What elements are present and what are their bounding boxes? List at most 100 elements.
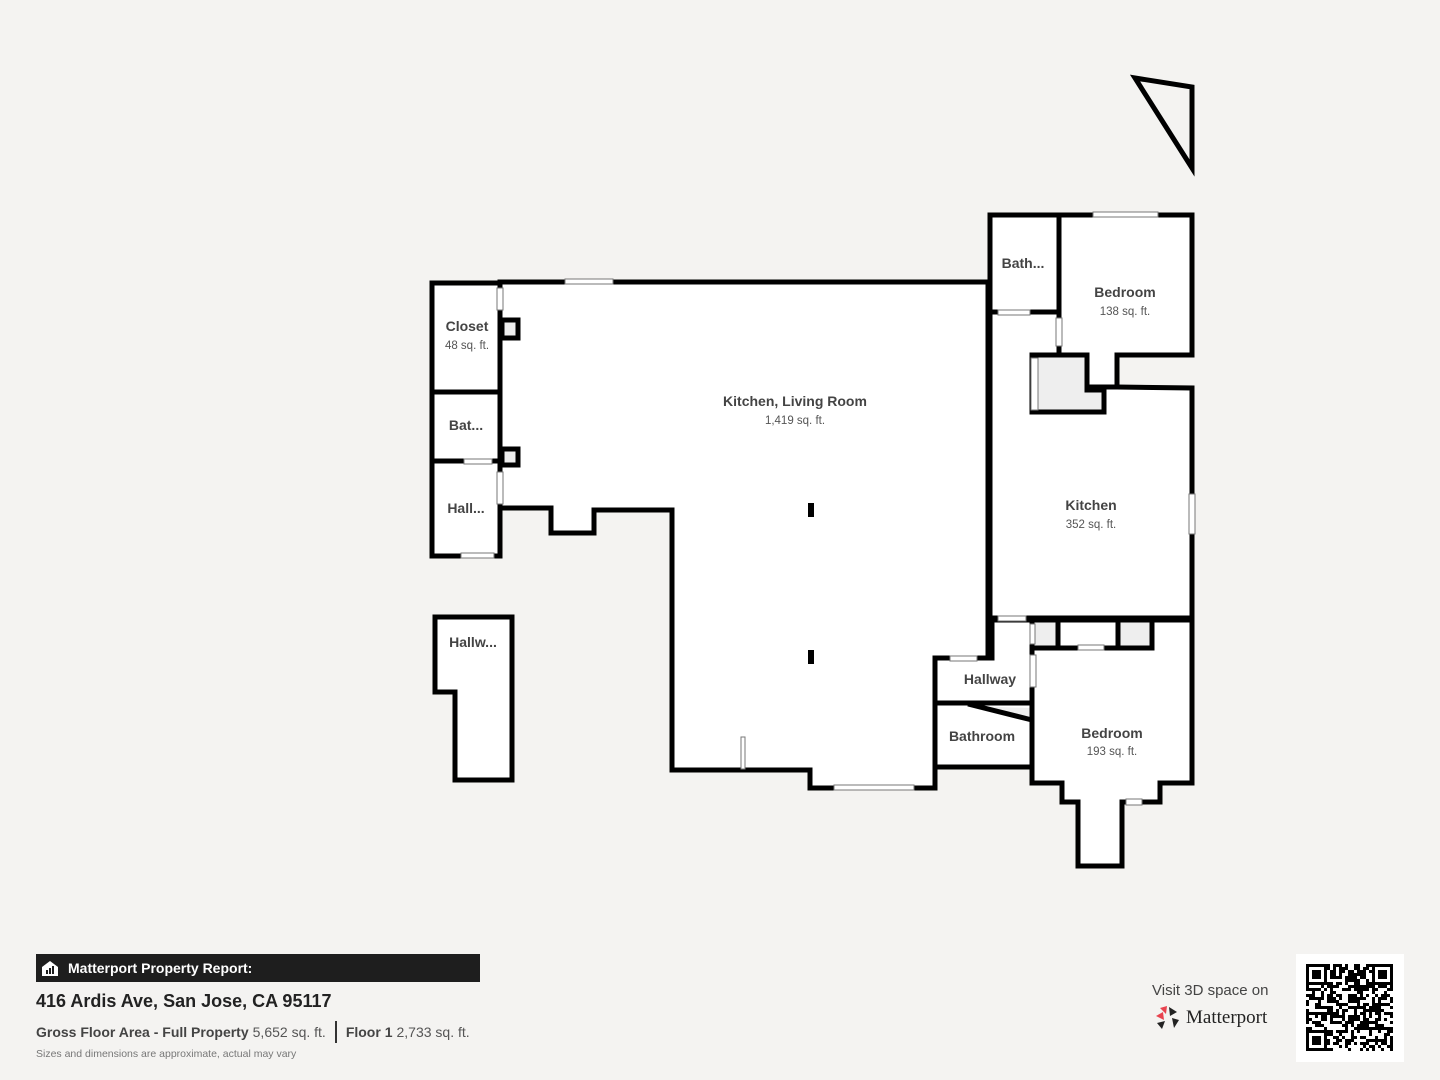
qr-module [1318,982,1321,985]
qr-code[interactable] [1296,954,1404,1062]
qr-module [1336,1030,1339,1033]
qr-module [1348,994,1351,997]
qr-module [1336,1015,1339,1018]
qr-module [1366,985,1369,988]
qr-module [1315,976,1318,979]
room-label: Hallway [964,671,1016,687]
qr-module [1357,1003,1360,1006]
qr-module [1384,1039,1387,1042]
qr-module [1333,985,1336,988]
qr-module [1345,964,1348,967]
visit-text: Visit 3D space on [1152,982,1269,999]
qr-module [1351,1006,1354,1009]
qr-module [1306,1015,1309,1018]
qr-module [1357,970,1360,973]
qr-module [1330,1030,1333,1033]
qr-module [1321,1018,1324,1021]
qr-module [1318,988,1321,991]
qr-module [1390,1048,1393,1051]
qr-module [1333,1012,1336,1015]
qr-module [1390,988,1393,991]
qr-module [1342,1036,1345,1039]
qr-module [1387,982,1390,985]
qr-module [1369,1015,1372,1018]
qr-module [1330,997,1333,1000]
qr-module [1372,967,1375,970]
qr-module [1330,982,1333,985]
qr-module [1378,982,1381,985]
qr-module [1360,988,1363,991]
gfa-value: 5,652 sq. ft. [252,1024,326,1040]
qr-module [1381,1009,1384,1012]
qr-module [1369,1021,1372,1024]
qr-module [1366,1027,1369,1030]
qr-module [1318,1012,1321,1015]
qr-module [1342,1009,1345,1012]
qr-module [1378,997,1381,1000]
qr-module [1306,964,1309,967]
qr-module [1384,1018,1387,1021]
qr-module [1333,991,1336,994]
qr-module [1360,1027,1363,1030]
qr-module [1324,979,1327,982]
qr-module [1336,1039,1339,1042]
report-title: Matterport Property Report: [68,960,253,976]
room-bathroom[interactable] [932,700,1035,770]
room-bath-top[interactable] [987,212,1062,315]
qr-module [1363,1024,1366,1027]
qr-module [1330,991,1333,994]
qr-module [1306,985,1309,988]
qr-module [1345,1039,1348,1042]
qr-module [1366,1009,1369,1012]
qr-module [1327,1030,1330,1033]
qr-module [1375,1039,1378,1042]
qr-module [1384,1003,1387,1006]
divider [334,1021,337,1043]
qr-module [1318,1021,1321,1024]
qr-module [1306,1021,1309,1024]
qr-module [1360,1006,1363,1009]
qr-module [1321,1015,1324,1018]
qr-module [1390,1030,1393,1033]
matterport-logo-icon [1156,1006,1179,1029]
room-kitchen-living[interactable] [497,279,991,791]
qr-module [1363,976,1366,979]
building-chart-icon [42,961,58,976]
qr-module [1378,1018,1381,1021]
qr-module [1315,1024,1318,1027]
room-label: Bat... [449,417,483,433]
qr-module [1306,979,1309,982]
qr-module [1306,967,1309,970]
qr-module [1324,976,1327,979]
qr-module [1312,1012,1315,1015]
room-bedroom-bottom[interactable] [1029,617,1195,869]
qr-module [1351,1015,1354,1018]
qr-module [1381,964,1384,967]
qr-module [1312,988,1315,991]
qr-module [1360,1021,1363,1024]
qr-module [1351,1036,1354,1039]
room-hallway-detached[interactable] [432,614,515,783]
qr-module [1381,1039,1384,1042]
qr-module [1345,1021,1348,1024]
qr-module [1354,997,1357,1000]
qr-module [1312,1036,1315,1039]
qr-module [1327,1000,1330,1003]
qr-module [1306,1033,1309,1036]
qr-module [1372,988,1375,991]
qr-module [1390,1006,1393,1009]
matterport-logo[interactable]: Matterport [1154,1006,1267,1030]
qr-module [1387,1033,1390,1036]
qr-module [1315,1042,1318,1045]
qr-module [1375,1036,1378,1039]
qr-module [1318,1048,1321,1051]
qr-module [1318,1036,1321,1039]
qr-module [1324,982,1327,985]
qr-module [1357,982,1360,985]
qr-module [1369,1033,1372,1036]
qr-module [1357,973,1360,976]
qr-module [1333,1000,1336,1003]
qr-module [1321,994,1324,997]
room-closet[interactable] [429,280,503,395]
report-banner: Matterport Property Report: [36,954,480,982]
